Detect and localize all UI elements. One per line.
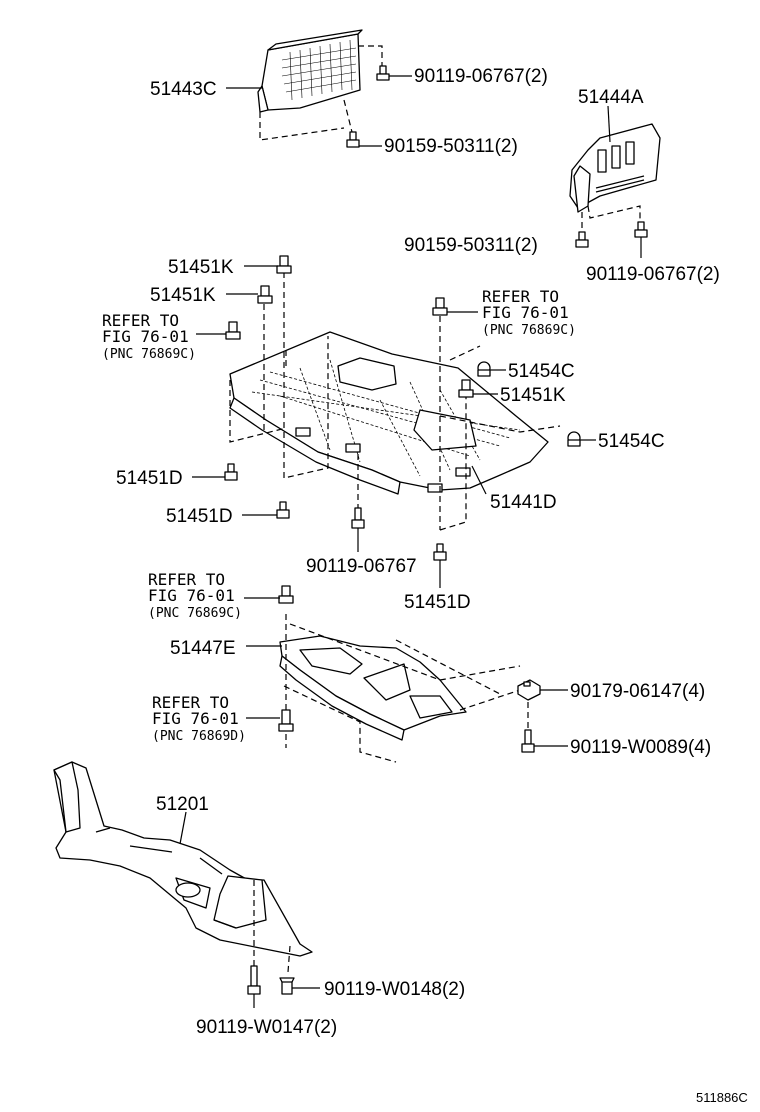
- label-51451k-2: 51451K: [150, 285, 216, 306]
- ref3-line2: FIG 76-01: [148, 586, 235, 605]
- label-51444a: 51444A: [578, 87, 644, 108]
- dash-51441d: [229, 272, 561, 531]
- part-51443c[interactable]: [257, 29, 363, 113]
- label-51447e: 51447E: [170, 638, 236, 659]
- bolt-51451d-1[interactable]: [224, 463, 238, 481]
- bolt-90119-w0089[interactable]: [521, 729, 535, 753]
- bolt-90119-06767-top[interactable]: [376, 65, 390, 81]
- label-90119-06767-right: 90119-06767(2): [586, 264, 720, 285]
- bolt-51451k-2[interactable]: [257, 285, 273, 304]
- clip-ref3[interactable]: [278, 585, 294, 604]
- label-51451k-1: 51451K: [168, 257, 234, 278]
- clip-ref1[interactable]: [225, 321, 241, 340]
- part-51441d[interactable]: [229, 331, 549, 495]
- ref2-line1: REFER TO: [482, 287, 559, 306]
- label-51441d: 51441D: [490, 492, 557, 513]
- bolt-90119-06767-right[interactable]: [634, 221, 648, 238]
- ref4-line1: REFER TO: [152, 693, 229, 712]
- label-90119-06767-top: 90119-06767(2): [414, 66, 548, 87]
- label-90119-06767-mid: 90119-06767: [306, 556, 417, 577]
- clip-ref4[interactable]: [278, 709, 294, 732]
- label-51454c-2: 51454C: [598, 431, 665, 452]
- ref1-line2: FIG 76-01: [102, 327, 189, 346]
- label-90159-50311-right: 90159-50311(2): [404, 235, 538, 256]
- label-90119-w0148: 90119-W0148(2): [324, 979, 465, 1000]
- ref1-line1: REFER TO: [102, 311, 179, 330]
- label-51451d-2: 51451D: [166, 506, 233, 527]
- label-90179-06147: 90179-06147(4): [570, 681, 705, 702]
- bolt-51451k-1[interactable]: [276, 255, 292, 274]
- bolt-90159-50311-top[interactable]: [346, 131, 360, 148]
- part-51447e[interactable]: [279, 635, 467, 741]
- dash-51443c: [259, 45, 383, 141]
- label-51454c-1: 51454C: [508, 361, 575, 382]
- ref3-line1: REFER TO: [148, 570, 225, 589]
- clip-51454c-2[interactable]: [567, 431, 581, 447]
- ref2-line2: FIG 76-01: [482, 303, 569, 322]
- part-51444a[interactable]: [569, 123, 661, 213]
- label-51451d-1: 51451D: [116, 468, 183, 489]
- nut-90179-06147[interactable]: [517, 679, 541, 701]
- ref4-line3: (PNC 76869D): [152, 729, 246, 744]
- bolt-51451d-3[interactable]: [433, 543, 447, 561]
- label-90159-50311-top: 90159-50311(2): [384, 136, 518, 157]
- ref3-line3: (PNC 76869C): [148, 606, 242, 621]
- ref2-line3: (PNC 76869C): [482, 323, 576, 338]
- bolt-90119-06767-mid[interactable]: [351, 507, 365, 529]
- clip-51454c-1[interactable]: [477, 361, 491, 377]
- diagram-code: 511886C: [696, 1090, 748, 1105]
- bolt-90119-w0147[interactable]: [247, 965, 261, 995]
- bolt-90159-50311-right[interactable]: [575, 231, 589, 248]
- label-51201: 51201: [156, 794, 209, 815]
- bolt-90119-w0148[interactable]: [279, 977, 295, 995]
- ref1-line3: (PNC 76869C): [102, 347, 196, 362]
- clip-ref2[interactable]: [432, 297, 448, 316]
- label-51451d-3: 51451D: [404, 592, 471, 613]
- label-51443c: 51443C: [150, 79, 217, 100]
- part-51201[interactable]: [53, 761, 313, 957]
- label-90119-w0089: 90119-W0089(4): [570, 737, 711, 758]
- label-51451k-3: 51451K: [500, 385, 566, 406]
- label-90119-w0147: 90119-W0147(2): [196, 1017, 337, 1038]
- bolt-51451d-2[interactable]: [276, 501, 290, 519]
- ref4-line2: FIG 76-01: [152, 709, 239, 728]
